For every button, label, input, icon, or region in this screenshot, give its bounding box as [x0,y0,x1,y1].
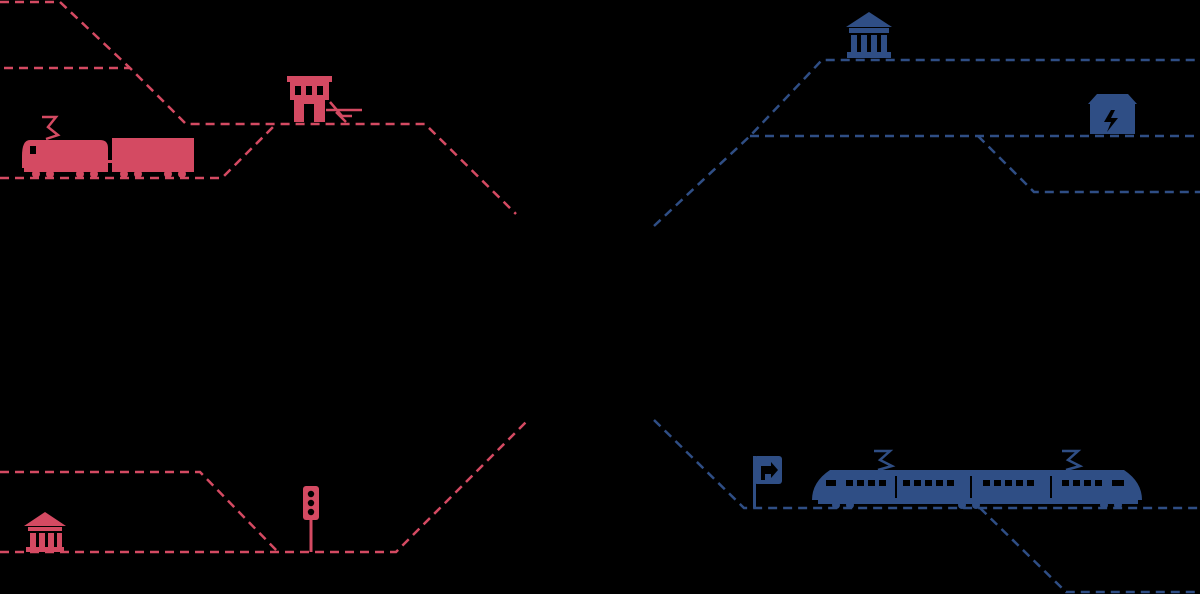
blue-track-bottom-branch [979,507,1200,594]
red-track-mid [0,123,277,180]
red-track-network [0,0,529,554]
blue-track-bottom [653,419,1200,510]
train-windows [826,480,1124,486]
railway-signal-icon [303,486,319,552]
direction-sign-icon [753,456,782,508]
red-track-bottom [0,419,529,554]
passenger-train-icon [812,449,1142,509]
freight-train-icon [22,115,194,178]
station-building-icon [24,512,66,552]
red-track-lower-branch [0,470,279,553]
red-track-top [0,0,517,215]
blue-track-top [653,58,1200,227]
blue-track-mid-branch [977,135,1200,194]
station-building-icon [846,12,892,58]
blue-track-network [653,58,1200,594]
control-tower-icon [287,76,362,123]
power-substation-icon [1088,94,1137,134]
